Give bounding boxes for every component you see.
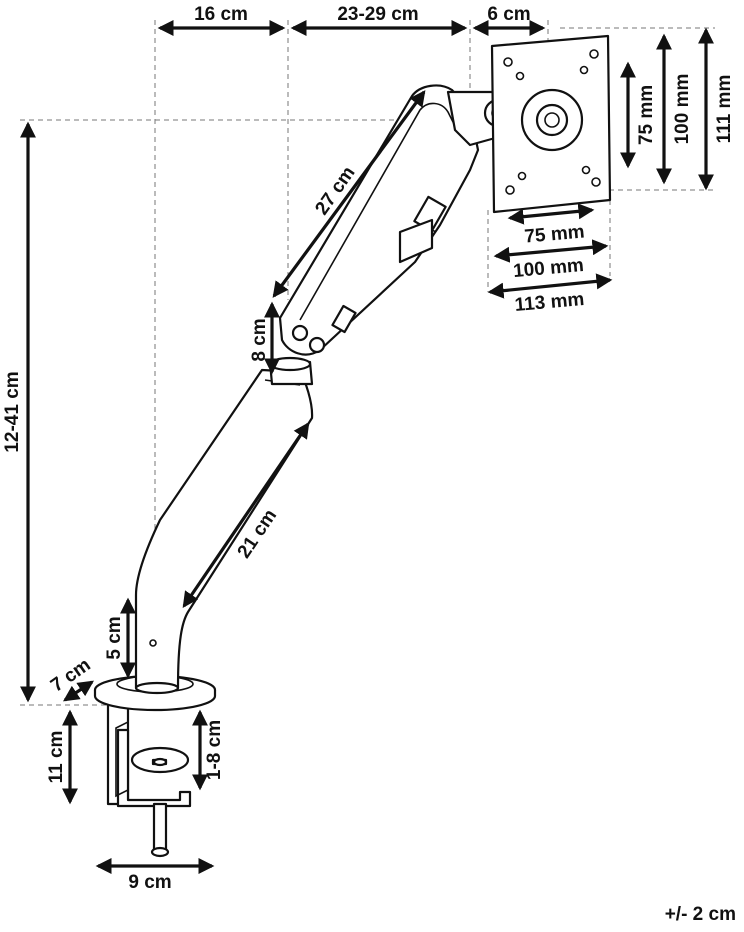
vesa-plate	[490, 34, 612, 214]
label-vesa-h-small: 75 mm	[524, 221, 586, 247]
desk-clamp	[106, 700, 192, 858]
guide-lines	[20, 20, 715, 706]
label-base-diameter: 7 cm	[47, 654, 95, 696]
label-vesa-h-large: 100 mm	[512, 255, 584, 282]
label-joint-height: 8 cm	[249, 318, 270, 361]
label-top-left-width: 16 cm	[194, 4, 248, 25]
label-total-height: 12-41 cm	[2, 371, 23, 452]
label-clamp-opening: 1-8 cm	[204, 720, 225, 780]
label-plate-height: 111 mm	[714, 75, 735, 144]
dimension-arrows	[20, 20, 714, 874]
lower-arm	[134, 368, 314, 695]
label-plate-offset: 6 cm	[487, 4, 530, 25]
elbow-joint	[268, 356, 314, 386]
tolerance-note: +/- 2 cm	[664, 904, 736, 925]
label-clamp-height: 11 cm	[46, 731, 67, 784]
label-plate-width: 113 mm	[514, 289, 585, 316]
label-vesa-v-large: 100 mm	[672, 74, 693, 145]
label-vesa-v-small: 75 mm	[636, 85, 657, 145]
label-pole-top: 5 cm	[104, 616, 125, 659]
upper-arm	[278, 84, 480, 356]
label-clamp-width: 9 cm	[128, 872, 171, 893]
label-arm-reach: 23-29 cm	[337, 4, 418, 25]
